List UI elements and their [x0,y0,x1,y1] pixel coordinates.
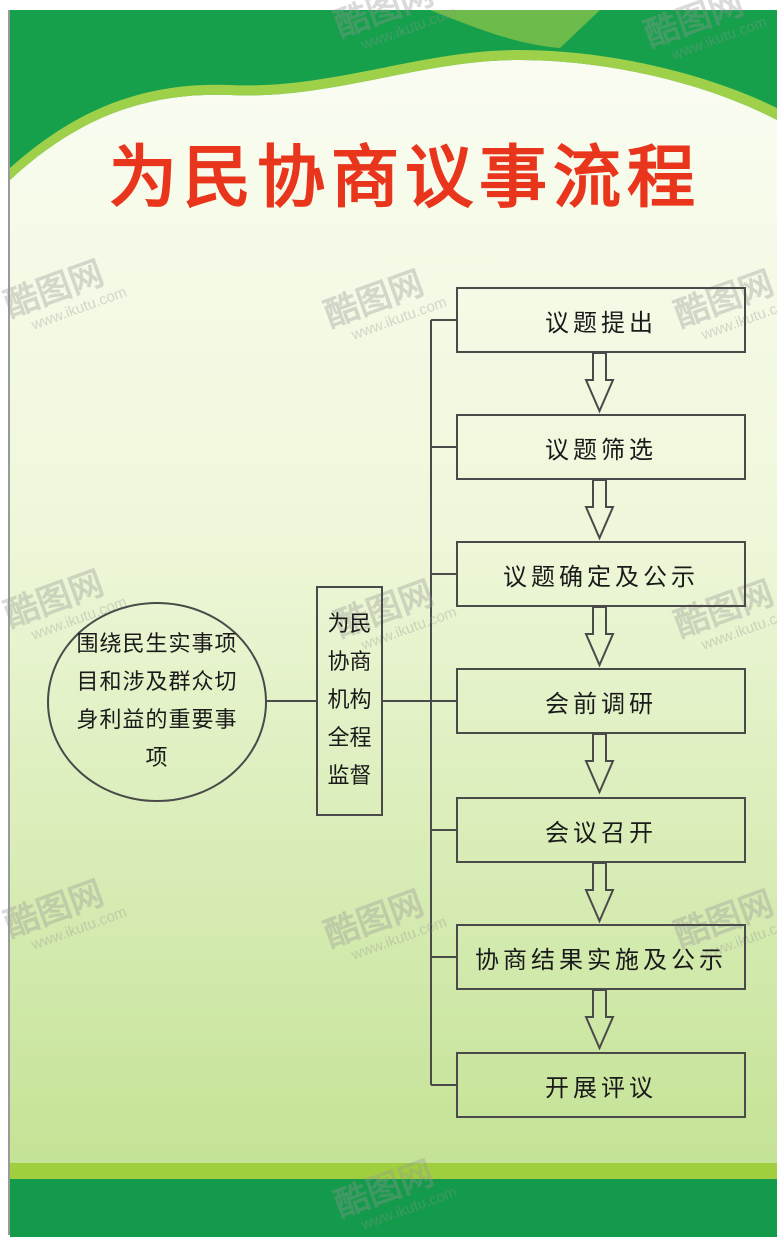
step-box: 开展评议 [456,1052,746,1118]
arrow-down-4 [584,733,615,795]
step-label: 议题提出 [545,308,657,337]
arrow-down-5 [584,862,615,924]
step-label: 开展评议 [545,1073,657,1102]
top-leaf-band [10,10,777,180]
topic-scope-node: 围绕民生实事项目和涉及群众切身利益的重要事项 [47,602,267,802]
bottom-light-band [10,1163,777,1179]
bottom-dark-band [10,1179,777,1237]
step-label: 协商结果实施及公示 [475,945,727,974]
step-label: 议题筛选 [545,435,657,464]
supervision-label: 为民协商机构全程监督 [327,612,372,789]
step-box: 议题提出 [456,287,746,353]
arrow-down-1 [584,352,615,414]
topic-scope-label: 围绕民生实事项目和涉及群众切身利益的重要事项 [76,632,238,771]
arrow-down-3 [584,606,615,668]
supervision-node: 为民协商机构全程监督 [316,586,383,816]
step-box: 会前调研 [456,668,746,734]
step-box: 议题筛选 [456,414,746,480]
arrow-down-6 [584,989,615,1051]
step-box: 协商结果实施及公示 [456,924,746,990]
step-box: 会议召开 [456,797,746,863]
arrow-down-2 [584,479,615,541]
top-leaf-accent [430,10,600,48]
step-label: 会前调研 [545,689,657,718]
frame-left-edge [8,10,10,1235]
page-title: 为民协商议事流程 [108,138,701,218]
step-box: 议题确定及公示 [456,541,746,607]
step-label: 议题确定及公示 [503,562,699,591]
step-label: 会议召开 [545,818,657,847]
